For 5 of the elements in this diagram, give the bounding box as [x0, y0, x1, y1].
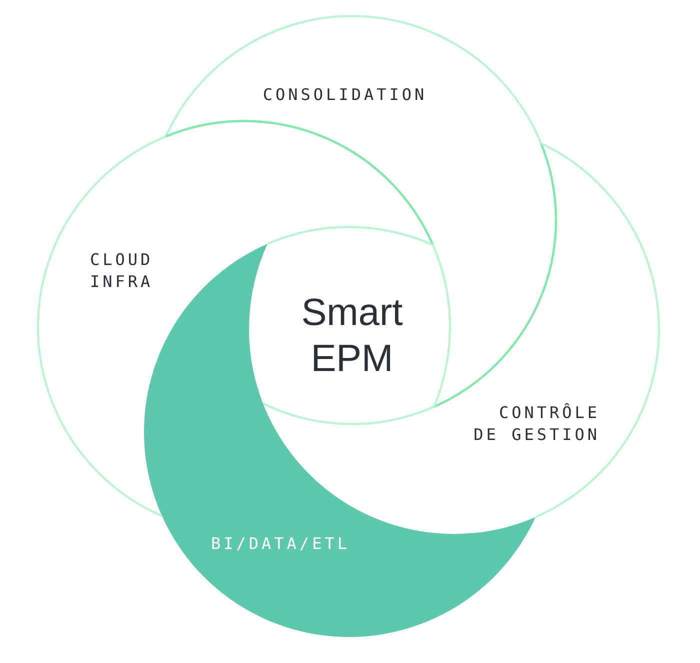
center-label: Smart EPM — [301, 291, 403, 382]
circle-label: CONSOLIDATION — [262, 84, 428, 106]
circle-label: CONTRÔLE DE GESTION — [472, 402, 600, 446]
circle-label: CLOUD INFRA — [90, 249, 154, 293]
circle-label: BI/DATA/ETL — [211, 533, 350, 555]
